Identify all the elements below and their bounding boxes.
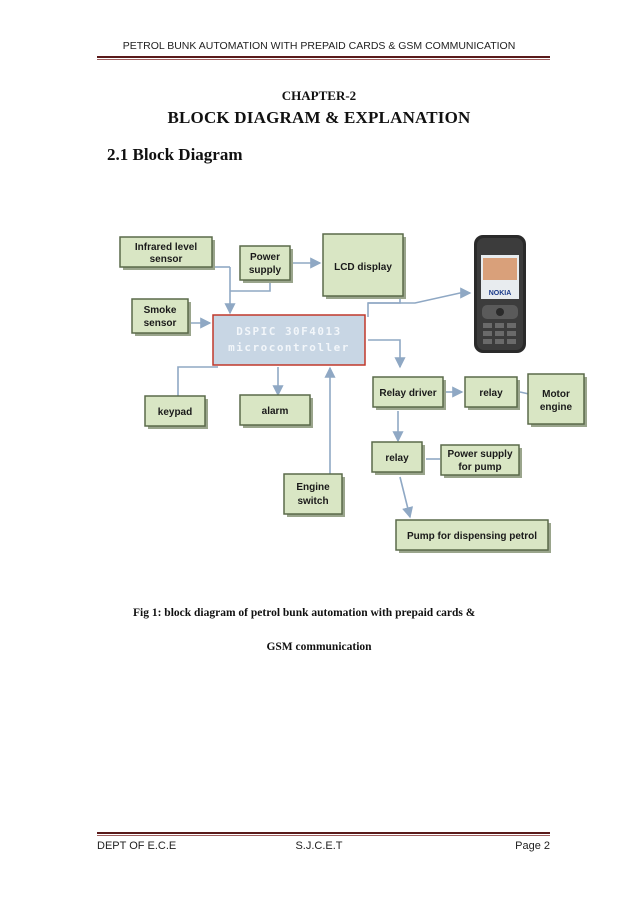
- label-motor-2: engine: [540, 402, 573, 413]
- label-engine-1: Engine: [296, 482, 330, 493]
- footer-department: DEPT OF E.C.E: [97, 840, 177, 852]
- label-engine-2: switch: [297, 496, 328, 507]
- block-pump-power-supply: Power supply for pump: [440, 444, 522, 478]
- header-rule-thin: [97, 59, 550, 60]
- block-relay-1: relay: [464, 376, 520, 410]
- label-motor-1: Motor: [542, 389, 570, 400]
- block-relay-2: relay: [371, 441, 425, 475]
- footer-rule: [97, 832, 550, 834]
- block-microcontroller: DSPIC 30F4013 microcontroller: [212, 314, 366, 366]
- label-relay-1: relay: [479, 388, 503, 399]
- label-power-1: Power: [250, 252, 280, 263]
- label-lcd: LCD display: [334, 262, 392, 273]
- block-smoke-sensor: Smoke sensor: [131, 298, 191, 336]
- chapter-title: BLOCK DIAGRAM & EXPLANATION: [167, 108, 471, 127]
- label-smoke-2: sensor: [144, 318, 177, 329]
- label-infrared-1: Infrared level: [135, 242, 197, 253]
- running-header: PETROL BUNK AUTOMATION WITH PREPAID CARD…: [122, 40, 516, 52]
- block-lcd-display: LCD display: [322, 233, 406, 299]
- footer-page-number: Page 2: [515, 840, 550, 852]
- block-relay-driver: Relay driver: [372, 376, 446, 410]
- label-pump-power-2: for pump: [458, 462, 501, 473]
- block-diagram: Infrared level sensor Power supply LCD d…: [119, 233, 587, 553]
- arrow-mcu-phone: [368, 287, 472, 304]
- figure-caption-line-1: Fig 1: block diagram of petrol bunk auto…: [133, 607, 476, 619]
- label-relay-2: relay: [385, 453, 409, 464]
- block-pump: Pump for dispensing petrol: [395, 519, 551, 553]
- footer-rule-thin: [97, 835, 550, 836]
- arrow-mcu-relaydriver: [368, 339, 406, 369]
- block-infrared-sensor: Infrared level sensor: [119, 236, 215, 270]
- arrow-relay2-pump: [399, 476, 414, 519]
- label-pump-power-1: Power supply: [447, 449, 512, 460]
- block-engine-switch: Engine switch: [283, 473, 345, 517]
- section-title: 2.1 Block Diagram: [107, 145, 243, 164]
- label-power-2: supply: [249, 265, 282, 276]
- chapter-label: CHAPTER-2: [281, 88, 357, 103]
- footer-institution: S.J.C.E.T: [295, 840, 343, 852]
- label-relay-driver: Relay driver: [379, 388, 436, 399]
- header-rule: [97, 56, 550, 58]
- label-mcu-1: DSPIC 30F4013: [236, 325, 342, 338]
- label-pump: Pump for dispensing petrol: [407, 531, 537, 542]
- label-alarm: alarm: [262, 406, 289, 417]
- block-alarm: alarm: [239, 394, 313, 428]
- block-motor-engine: Motor engine: [527, 373, 587, 427]
- block-power-supply: Power supply: [239, 245, 293, 283]
- label-infrared-2: sensor: [150, 254, 183, 265]
- phone-brand: NOKIA: [489, 290, 512, 297]
- label-smoke-1: Smoke: [144, 305, 177, 316]
- figure-caption-line-2: GSM communication: [266, 641, 372, 653]
- block-keypad: keypad: [144, 395, 208, 429]
- label-mcu-2: microcontroller: [228, 341, 350, 354]
- gsm-phone-icon: NOKIA: [474, 235, 526, 353]
- label-keypad: keypad: [158, 407, 192, 418]
